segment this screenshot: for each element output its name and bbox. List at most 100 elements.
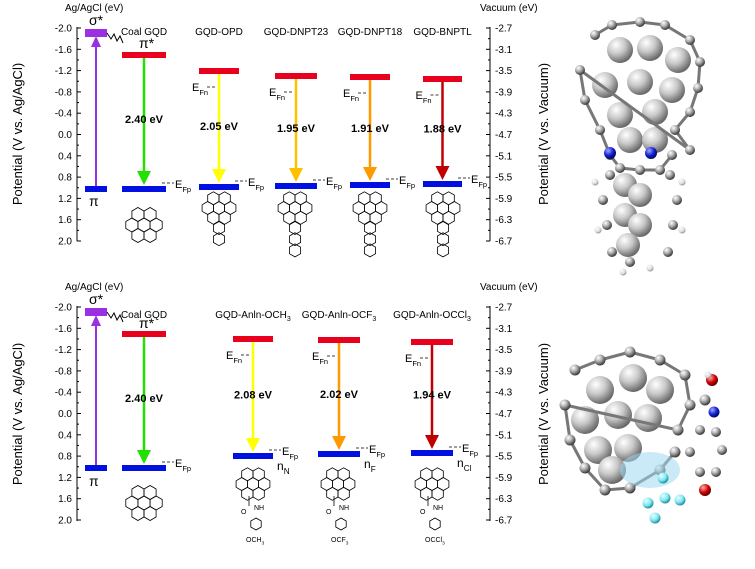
homo-level — [199, 184, 239, 190]
interaction-highlight — [620, 452, 680, 488]
atom — [569, 364, 581, 376]
ring — [364, 232, 376, 247]
left-axis-title: Ag/AgCl (eV) — [65, 3, 123, 14]
substituent-label: OCH3 — [246, 537, 265, 546]
ring — [283, 191, 296, 206]
pi-level — [85, 186, 107, 192]
left-axis-label: Potential (V vs. Ag/AgCl) — [10, 343, 25, 485]
atom — [616, 233, 640, 257]
axis-tick-label: -2.7 — [495, 24, 513, 35]
axis-tick-label: -3.9 — [495, 366, 513, 377]
atom — [685, 447, 695, 457]
atom — [646, 264, 654, 272]
band-gap-label: 1.94 eV — [413, 390, 452, 402]
nh-label: NH — [254, 505, 264, 512]
axis-tick-label: -6.7 — [495, 516, 513, 527]
axis-tick-label: -3.1 — [495, 45, 513, 56]
atom — [704, 371, 712, 379]
ring — [241, 467, 254, 482]
atom — [642, 497, 654, 509]
axis-tick-label: -5.9 — [495, 194, 513, 205]
atom — [627, 69, 653, 95]
atom — [678, 178, 686, 186]
dopant-label: nCl — [457, 456, 472, 473]
atom — [684, 399, 696, 411]
arrowhead — [289, 168, 303, 182]
material-name: Coal GQD — [121, 27, 167, 38]
axis-tick-label: -3.5 — [495, 66, 513, 77]
efp-label: EFp — [282, 446, 298, 461]
atom — [590, 30, 600, 40]
axis-tick-label: -2.0 — [55, 303, 73, 314]
left-axis-label: Potential (V vs. Ag/AgCl) — [10, 63, 25, 205]
atom — [591, 178, 599, 186]
ring — [131, 228, 145, 243]
atom — [607, 20, 617, 30]
bond — [564, 403, 679, 432]
axis-tick-label: 1.2 — [58, 194, 72, 205]
ring — [437, 232, 449, 247]
atom — [695, 57, 705, 67]
homo-level — [233, 453, 273, 459]
atom — [693, 83, 703, 93]
axis-tick-label: 1.6 — [58, 215, 72, 226]
efp-label: EFp — [248, 177, 264, 192]
ring — [420, 467, 433, 482]
atom — [602, 220, 612, 230]
atom — [628, 213, 652, 237]
bond — [563, 404, 572, 441]
atom — [586, 376, 614, 404]
pi-level — [85, 465, 107, 471]
atom — [667, 150, 677, 160]
axis-tick-label: 2.0 — [58, 516, 72, 527]
efn-label: EFn — [416, 90, 432, 105]
sigma-star-label: σ* — [89, 12, 104, 28]
dopant-label: nN — [277, 459, 290, 476]
arrowhead — [212, 169, 226, 183]
atom — [598, 456, 626, 484]
axis-tick-label: -4.7 — [495, 130, 513, 141]
ring — [131, 207, 145, 222]
ring — [431, 210, 444, 225]
atom — [659, 492, 671, 504]
coronene-structure-icon — [201, 191, 237, 225]
coronene-structure-icon — [125, 485, 163, 521]
reference-arrowhead — [91, 36, 101, 47]
coronene-structure-icon — [235, 467, 271, 501]
axis-tick-label: -4.7 — [495, 409, 513, 420]
coronene-structure-icon — [425, 191, 461, 225]
lumo-level — [423, 76, 462, 82]
atom — [699, 484, 711, 496]
homo-level — [122, 186, 166, 192]
atom — [604, 401, 632, 429]
ring — [420, 486, 433, 501]
oxygen-label: O — [326, 509, 332, 516]
ring — [289, 221, 301, 235]
pi-label: π — [89, 193, 99, 209]
atom — [678, 226, 686, 234]
ring — [431, 486, 444, 501]
atom — [649, 512, 661, 524]
ring — [143, 207, 157, 222]
band-gap-label: 2.05 eV — [200, 121, 239, 133]
atom — [599, 484, 611, 496]
efp-label: EFp — [399, 175, 415, 190]
arrowhead — [363, 167, 377, 181]
ring — [337, 486, 350, 501]
ring — [431, 191, 444, 206]
relaxation-zigzag — [106, 32, 124, 44]
material-name: GQD-Anln-OCH3 — [215, 310, 291, 323]
atom — [559, 399, 571, 411]
reference-arrowhead — [91, 315, 101, 326]
right-axis-ticks: -2.7-3.1-3.5-3.9-4.3-4.7-5.1-5.5-5.9-6.3… — [486, 303, 513, 527]
atom — [665, 170, 675, 180]
dopant-label: nF — [364, 457, 376, 474]
ball-and-stick-model-icon — [575, 17, 705, 276]
atom — [575, 65, 585, 75]
arrowhead — [246, 438, 260, 452]
ring — [431, 467, 444, 482]
coronene-structure-icon — [352, 191, 388, 225]
